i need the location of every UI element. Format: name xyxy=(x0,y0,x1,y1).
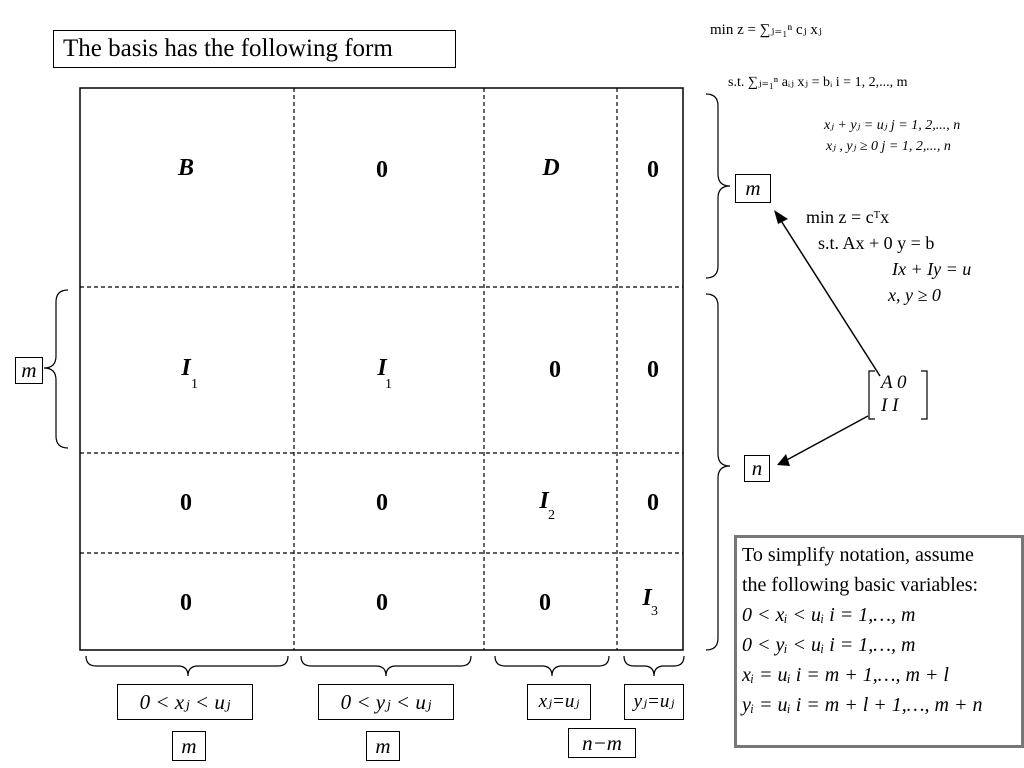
matrix-row-2: I I xyxy=(881,395,899,416)
diagram-title: The basis has the following form xyxy=(53,30,456,68)
bottom-braces xyxy=(85,655,685,677)
cell-r3c2-zero: 0 xyxy=(376,490,388,516)
cell-I3: I xyxy=(642,585,652,611)
column-label-y-upper: yⱼ=uⱼ xyxy=(624,684,684,720)
note-line-1: To simplify notation, assume xyxy=(742,544,974,566)
grid-dividers xyxy=(80,88,683,650)
cell-r2c4-zero: 0 xyxy=(647,357,659,383)
row-label-right-n: n xyxy=(744,455,770,482)
note-line-3: 0 < xᵢ < uᵢ i = 1,…, m xyxy=(742,604,916,626)
cell-I1-a-subscript: 1 xyxy=(191,377,198,392)
cell-r1c2-zero: 0 xyxy=(376,157,388,183)
cell-r4c2-zero: 0 xyxy=(376,590,388,616)
grid-border xyxy=(79,87,684,651)
cell-D: D xyxy=(542,155,560,181)
problem1-constraint-a: s.t. ∑ⱼ₌₁ⁿ aᵢⱼ xⱼ = bᵢ i = 1, 2,..., m xyxy=(728,75,908,90)
row-label-left-m: m xyxy=(15,357,43,384)
column-count-m-1: m xyxy=(172,731,206,761)
problem2-nonneg: x, y ≥ 0 xyxy=(888,285,941,305)
note-line-2: the following basic variables: xyxy=(742,574,979,596)
problem1-constraint-b: xⱼ + yⱼ = uⱼ j = 1, 2,..., n xyxy=(824,118,961,133)
left-brace xyxy=(43,289,69,449)
column-count-n-minus-m: n−m xyxy=(568,728,636,758)
note-line-4: 0 < yᵢ < uᵢ i = 1,…, m xyxy=(742,634,916,656)
problem2-constraint-a: s.t. Ax + 0 y = b xyxy=(818,233,935,253)
note-line-6: yᵢ = uᵢ i = m + l + 1,…, m + n xyxy=(742,694,983,716)
arrow-head-up xyxy=(774,210,788,224)
cell-r1c4-zero: 0 xyxy=(647,157,659,183)
cell-r2c3-zero: 0 xyxy=(549,357,561,383)
matrix-brackets xyxy=(868,370,928,420)
cell-r4c1-zero: 0 xyxy=(180,590,192,616)
cell-I1-a: I xyxy=(181,355,191,381)
row-label-right-m: m xyxy=(735,174,771,203)
problem2-constraint-b: Ix + Iy = u xyxy=(892,259,972,279)
cell-r3c1-zero: 0 xyxy=(180,490,192,516)
cell-I1-b: I xyxy=(377,355,387,381)
note-line-5: xᵢ = uᵢ i = m + 1,…, m + l xyxy=(742,664,949,686)
right-brace-lower xyxy=(705,293,731,651)
problem1-nonneg: xⱼ , yⱼ ≥ 0 j = 1, 2,..., n xyxy=(826,139,951,154)
column-label-x-interior: 0 < xⱼ < uⱼ xyxy=(117,684,253,720)
column-label-x-upper: xⱼ=uⱼ xyxy=(527,684,591,720)
matrix-row-1: A 0 xyxy=(881,372,907,393)
cell-I3-subscript: 3 xyxy=(651,604,658,619)
column-count-m-2: m xyxy=(366,731,400,761)
cell-I1-b-subscript: 1 xyxy=(385,377,392,392)
cell-r4c3-zero: 0 xyxy=(539,590,551,616)
problem1-objective: min z = ∑ⱼ₌₁ⁿ cⱼ xⱼ xyxy=(710,22,822,38)
cell-I2-subscript: 2 xyxy=(548,508,555,523)
arrow-head-down xyxy=(777,454,790,466)
right-brace-upper xyxy=(705,93,731,279)
arrows xyxy=(777,215,881,463)
notation-note: To simplify notation, assume the followi… xyxy=(734,535,1024,748)
cell-B: B xyxy=(177,155,194,181)
cell-I2: I xyxy=(539,488,549,514)
problem2-objective: min z = cᵀx xyxy=(806,207,890,227)
column-label-y-interior: 0 < yⱼ < uⱼ xyxy=(318,684,454,720)
cell-r3c4-zero: 0 xyxy=(647,490,659,516)
